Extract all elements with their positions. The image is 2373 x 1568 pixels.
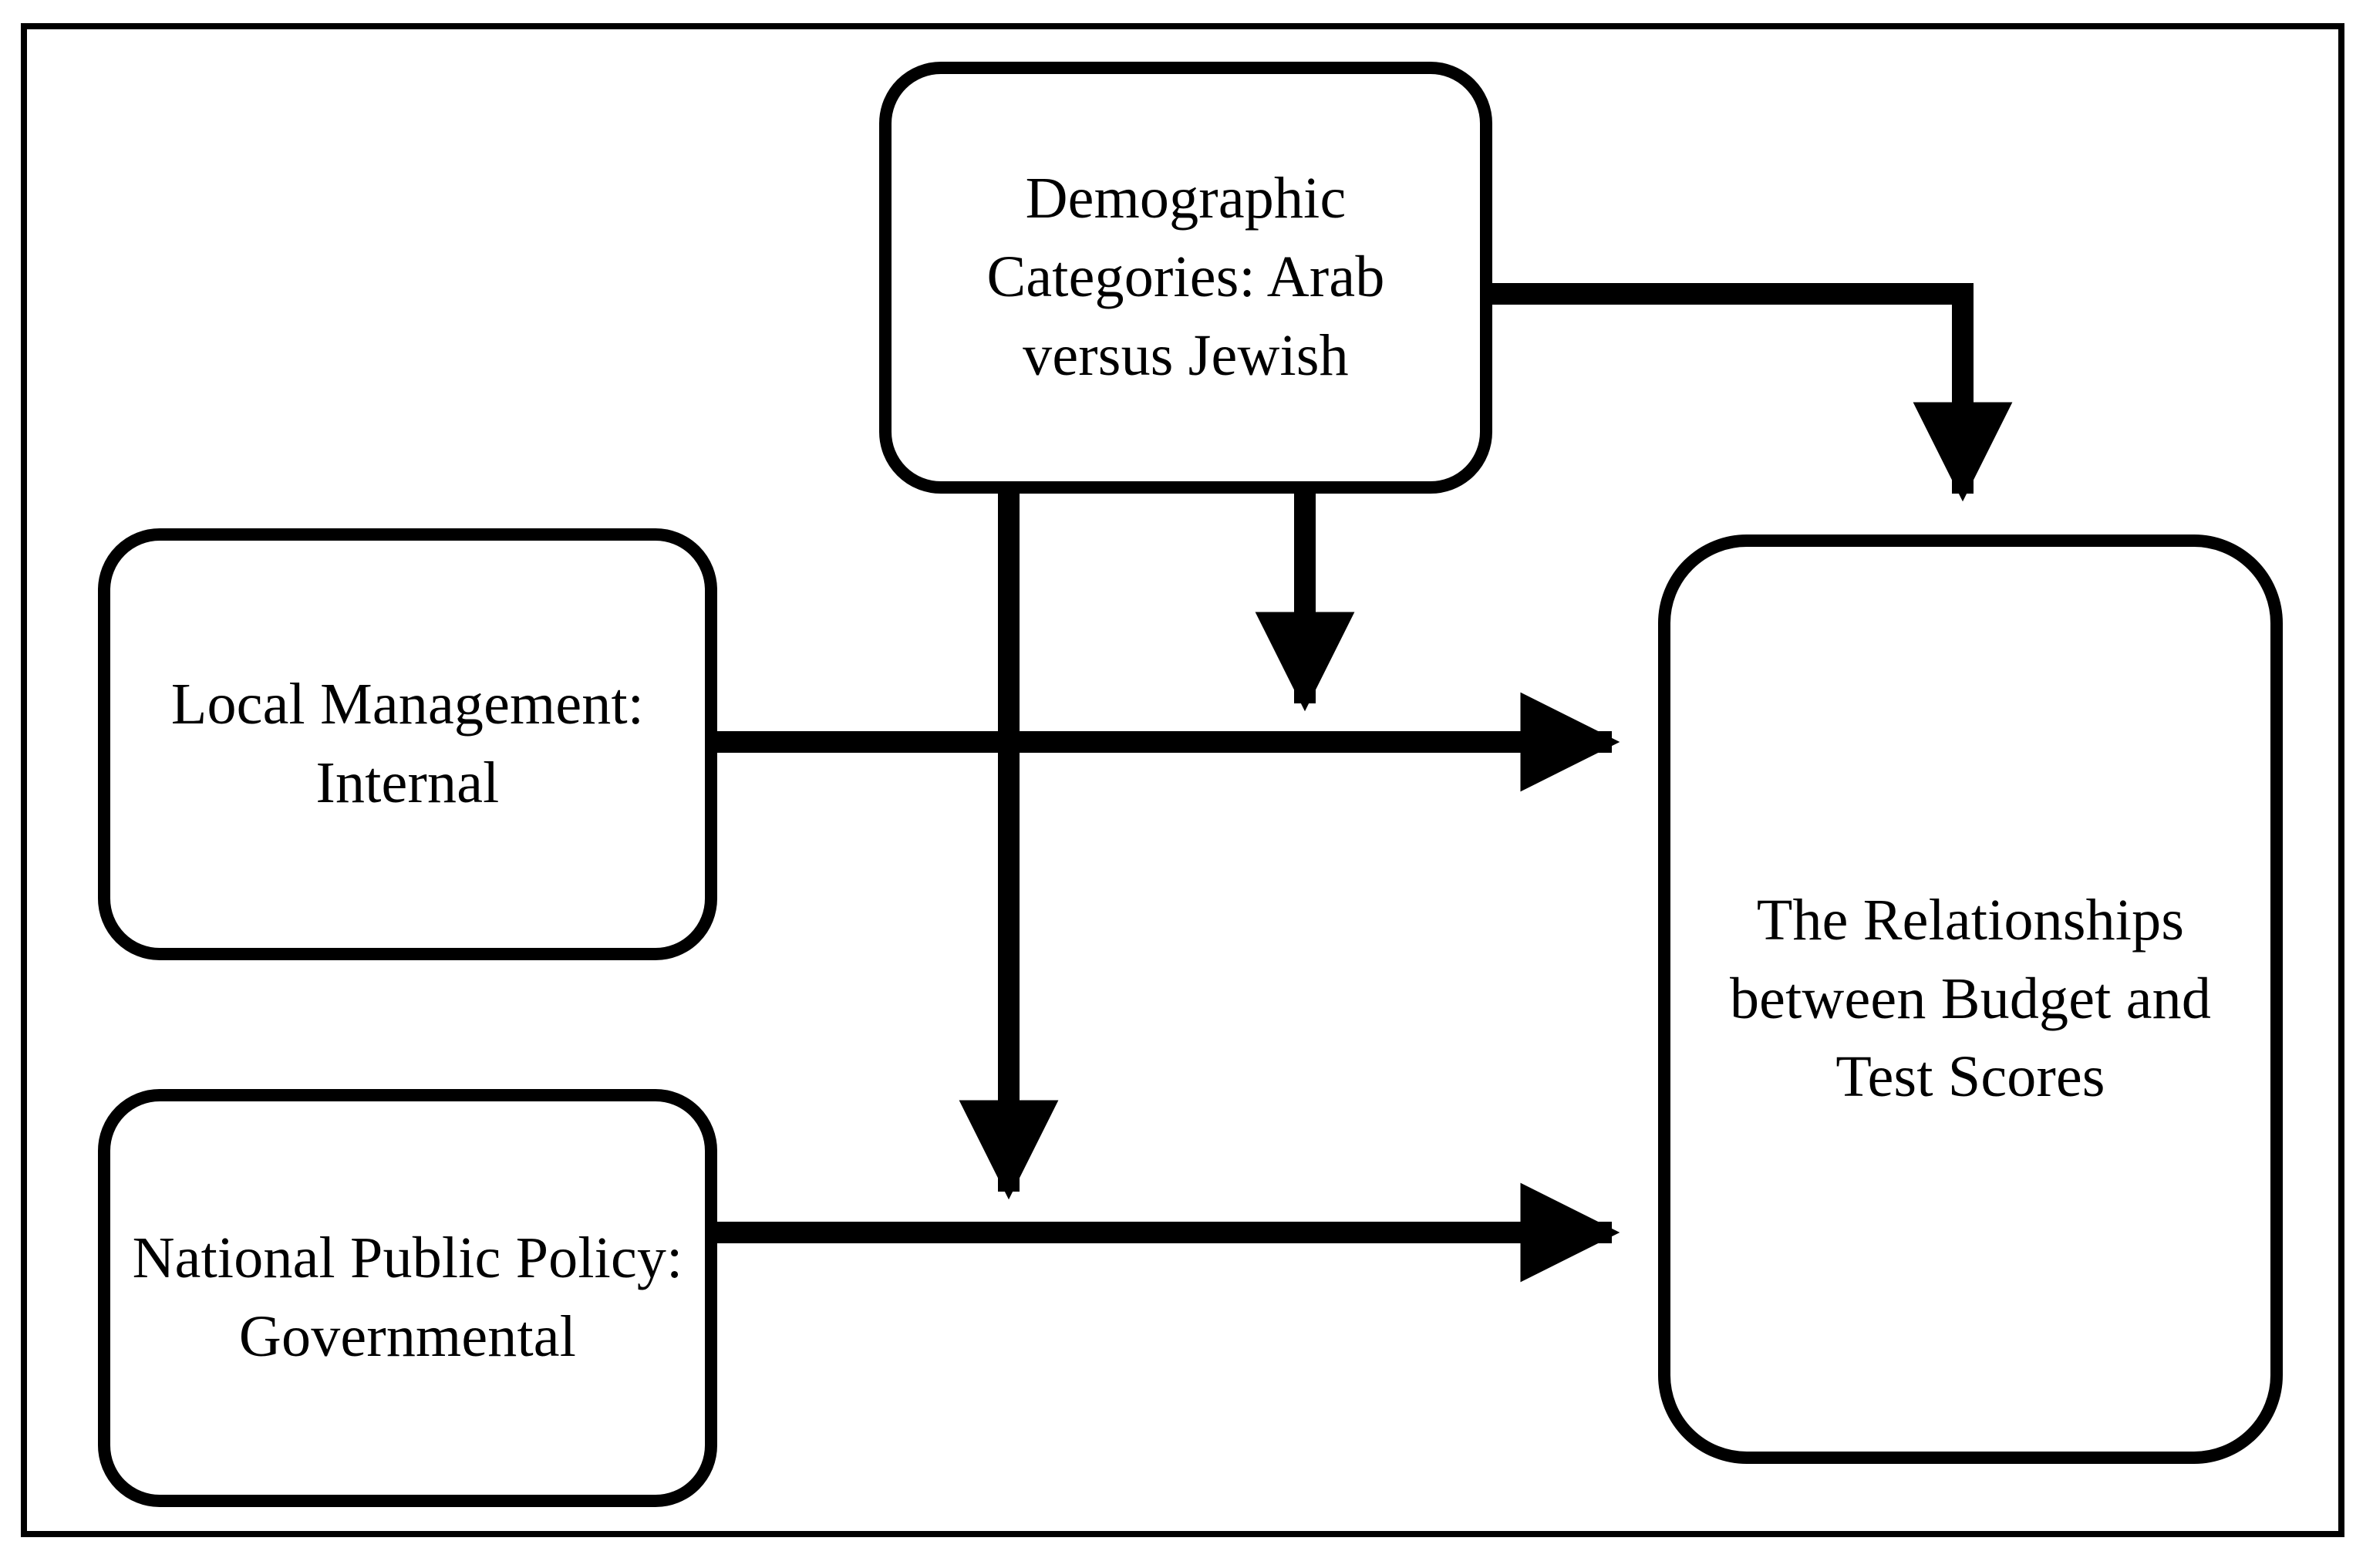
node-demographic-categories[interactable]: Demographic Categories: Arab versus Jewi… — [879, 62, 1492, 494]
node-outcome-relationships[interactable]: The Relationships between Budget and Tes… — [1658, 534, 2283, 1464]
outer-border — [21, 23, 2344, 1537]
node-national-public-policy[interactable]: National Public Policy: Governmental — [98, 1089, 717, 1507]
node-demographic-label: Demographic Categories: Arab versus Jewi… — [986, 166, 1385, 388]
node-outcome-label: The Relationships between Budget and Tes… — [1729, 887, 2212, 1110]
node-local-management[interactable]: Local Management: Internal — [98, 528, 717, 960]
node-national-public-policy-label: National Public Policy: Governmental — [132, 1226, 683, 1369]
node-local-management-label: Local Management: Internal — [170, 672, 645, 815]
